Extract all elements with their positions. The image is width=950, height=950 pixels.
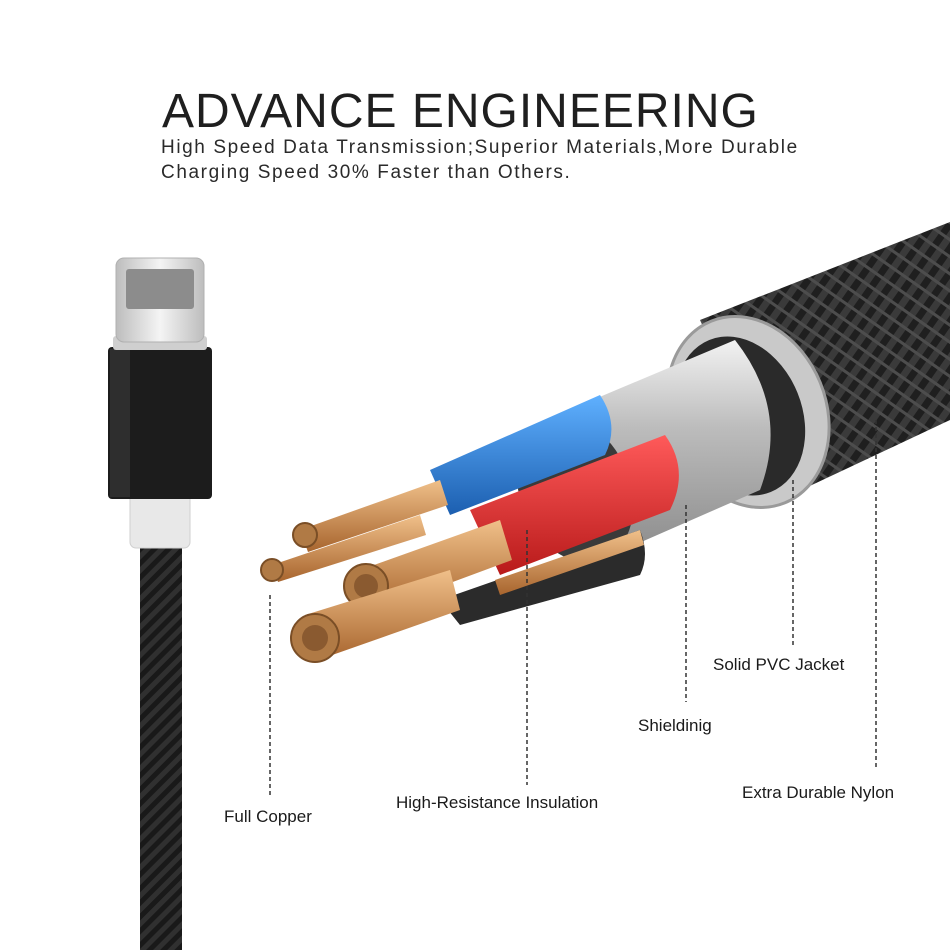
main-cable [260, 222, 950, 663]
connector-contact [126, 269, 194, 309]
copper-strands [260, 480, 644, 663]
subtitle-line-1: High Speed Data Transmission;Superior Ma… [161, 137, 799, 158]
label-shielding: Shieldinig [638, 716, 712, 735]
connector-neck [129, 491, 191, 549]
label-pvc-jacket: Solid PVC Jacket [713, 655, 845, 674]
connector-housing [108, 347, 212, 499]
label-full-copper: Full Copper [224, 807, 312, 826]
lightning-connector [108, 257, 212, 950]
label-insulation: High-Resistance Insulation [396, 793, 599, 812]
connector-cable [140, 540, 182, 950]
blue-wire [430, 395, 612, 515]
red-wire [470, 435, 679, 575]
label-nylon: Extra Durable Nylon [742, 783, 895, 802]
leader-lines [269, 420, 877, 795]
page-title: ADVANCE ENGINEERING [162, 85, 759, 138]
subtitle-line-2: Charging Speed 30% Faster than Others. [161, 162, 572, 183]
